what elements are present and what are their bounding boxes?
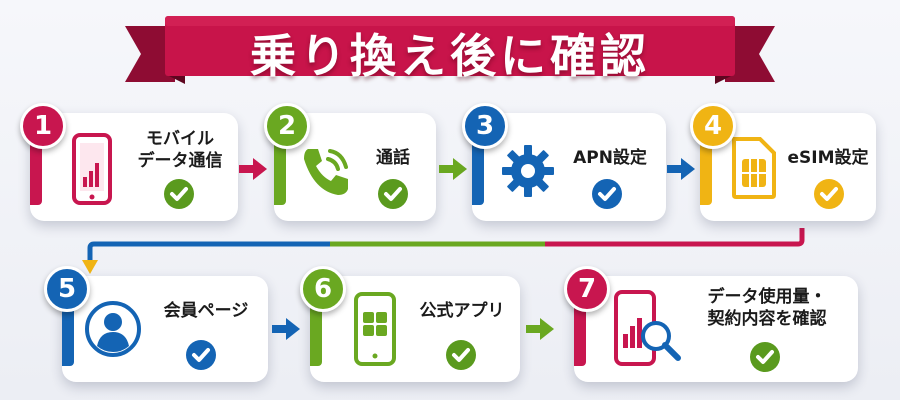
- label-line: APN設定: [573, 148, 647, 168]
- step-card-7[interactable]: データ使用量・ 契約内容を確認: [574, 276, 858, 382]
- gear-icon: [500, 143, 556, 203]
- step-label-5: 会員ページ: [150, 300, 262, 322]
- step-label-1: モバイル データ通信: [126, 128, 234, 172]
- step-number-5: 5: [44, 266, 90, 312]
- step-card-1[interactable]: モバイル データ通信: [30, 113, 238, 221]
- step-label-7: データ使用量・ 契約内容を確認: [692, 286, 842, 330]
- page-title: 乗り換え後に確認: [250, 29, 650, 83]
- step-label-4: eSIM設定: [784, 147, 872, 169]
- step-label-2: 通話: [358, 147, 428, 169]
- step-number-3: 3: [462, 103, 508, 149]
- phone-call-icon: [298, 143, 354, 203]
- arrow-right-icon: [439, 158, 467, 180]
- arrow-right-icon: [526, 318, 554, 340]
- arrow-right-icon: [667, 158, 695, 180]
- label-line: eSIM設定: [787, 148, 869, 168]
- smartphone-app-icon: [354, 292, 396, 370]
- user-account-icon: [84, 300, 142, 362]
- step-number-1: 1: [20, 103, 66, 149]
- label-line: 契約内容を確認: [707, 309, 827, 329]
- row-connector: [82, 228, 805, 274]
- step-number-7: 7: [564, 266, 610, 312]
- step-card-5[interactable]: 会員ページ: [62, 276, 268, 382]
- usage-search-icon: [614, 290, 690, 372]
- step-number-2: 2: [264, 103, 310, 149]
- check-icon: [164, 179, 194, 209]
- check-icon: [378, 179, 408, 209]
- arrow-right-icon: [272, 318, 300, 340]
- label-line: 会員ページ: [163, 301, 249, 321]
- step-number-4: 4: [690, 103, 736, 149]
- label-line: 通話: [376, 148, 410, 168]
- smartphone-signal-icon: [72, 133, 112, 209]
- check-icon: [186, 340, 216, 370]
- step-label-3: APN設定: [560, 147, 660, 169]
- step-label-6: 公式アプリ: [410, 300, 514, 322]
- label-line: データ通信: [137, 151, 223, 171]
- label-line: 公式アプリ: [419, 301, 505, 321]
- check-icon: [750, 342, 780, 372]
- step-number-6: 6: [300, 266, 346, 312]
- ribbon-shape: [125, 16, 775, 84]
- label-line: モバイル: [146, 129, 214, 149]
- arrow-right-icon: [239, 158, 267, 180]
- sim-card-icon: [730, 137, 776, 203]
- title-ribbon: 乗り換え後に確認: [125, 12, 775, 88]
- check-icon: [592, 179, 622, 209]
- label-line: データ使用量・: [707, 287, 827, 307]
- check-icon: [814, 179, 844, 209]
- check-icon: [446, 340, 476, 370]
